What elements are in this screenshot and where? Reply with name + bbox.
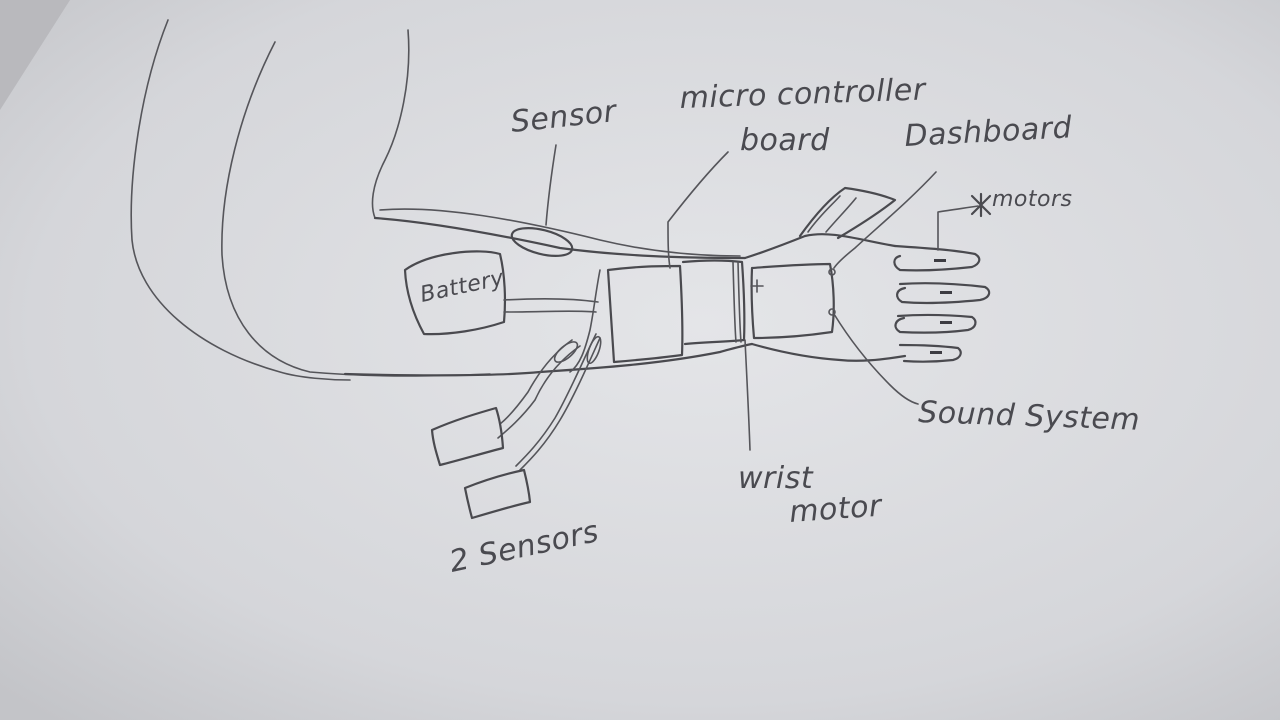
finger-motor-2 xyxy=(940,291,952,294)
finger-motor-1 xyxy=(934,259,946,262)
finger-motor-4 xyxy=(930,351,942,354)
label-wrist-motor-line2: motor xyxy=(788,489,884,530)
label-wrist-motor-line1: wrist xyxy=(738,461,814,496)
battery-wire-2 xyxy=(504,311,596,312)
label-motors: motors xyxy=(992,187,1072,212)
label-micro-controller-line2: board xyxy=(740,123,830,158)
finger-motor-3 xyxy=(940,321,952,324)
